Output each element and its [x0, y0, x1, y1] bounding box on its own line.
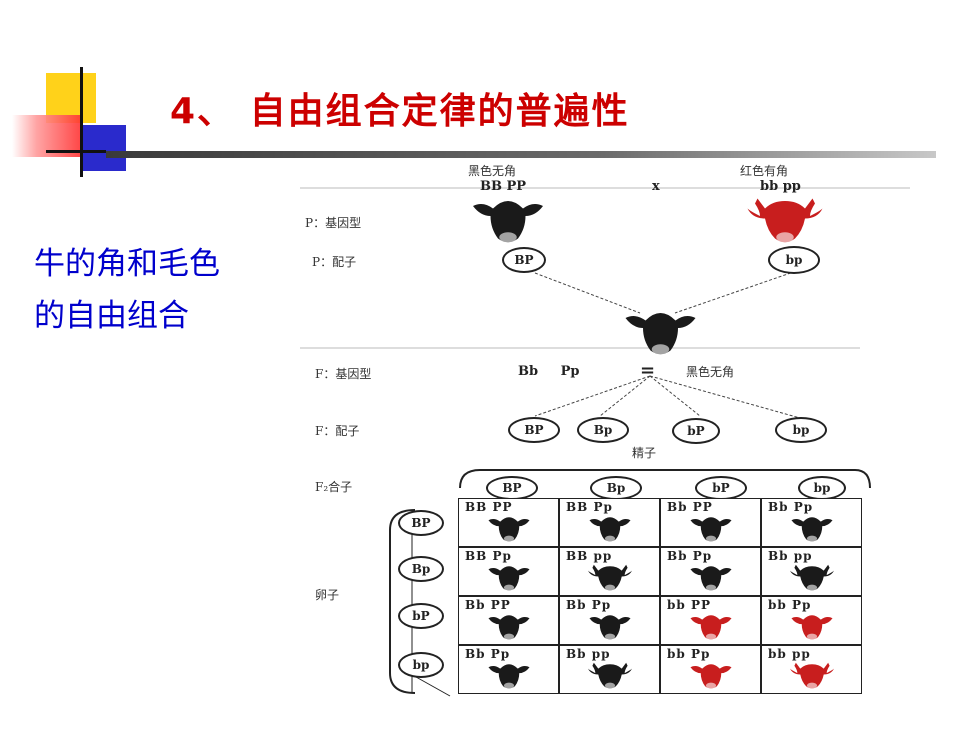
p-genotype-label: P：基因型	[305, 216, 362, 230]
egg-label: 卵子	[315, 588, 340, 602]
egg-gamete-3: bP	[398, 603, 444, 629]
p-gamete-label: P：配子	[312, 255, 357, 269]
cattle-cross-figure: 黑色无角 BB PP x 红色有角 bb pp P：基因型 P：配子 BP bp…	[290, 158, 930, 703]
f1-gamete-4: bp	[775, 417, 827, 443]
parent2-cow-icon	[740, 196, 830, 250]
sperm-gamete-2: Bp	[590, 476, 642, 500]
cow-icon	[588, 564, 632, 591]
slide-title: 4、 自由组合定律的普遍性	[170, 91, 630, 132]
parent1-cow-icon	[468, 196, 548, 250]
subtitle-line-1: 牛的角和毛色	[34, 246, 220, 282]
grid-cell-r1-c1: BB PP	[458, 498, 559, 547]
decor-yellow-square	[46, 73, 96, 123]
parent2-label: 红色有角	[740, 164, 789, 178]
grid-cell-r2-c1: BB Pp	[458, 547, 559, 596]
f1-gamete-3: bP	[672, 418, 720, 444]
cow-icon	[791, 517, 833, 542]
sperm-gamete-1: BP	[486, 476, 538, 500]
f1-cow-icon	[608, 308, 713, 362]
cross-symbol: x	[652, 179, 660, 194]
grid-cell-r4-c4: bb pp	[761, 645, 862, 694]
grid-genotype: BB PP	[465, 500, 513, 514]
sperm-label: 精子	[632, 446, 657, 460]
grid-genotype: Bb Pp	[667, 549, 713, 563]
f1-gamete-2: Bp	[577, 417, 629, 443]
f1-gamete-label: F：配子	[315, 424, 360, 438]
cow-icon	[589, 615, 631, 640]
grid-cell-r2-c2: BB pp	[559, 547, 660, 596]
sperm-gamete-4: bp	[798, 476, 846, 500]
decor-vertical-line	[80, 67, 83, 177]
cow-icon	[790, 564, 834, 591]
grid-genotype: Bb Pp	[465, 647, 511, 661]
f1-gamete-1: BP	[508, 417, 560, 443]
egg-gamete-4: bp	[398, 652, 444, 678]
f1-equals: =	[640, 360, 656, 381]
grid-cell-r3-c3: bb PP	[660, 596, 761, 645]
grid-cell-r2-c4: Bb pp	[761, 547, 862, 596]
cow-icon	[589, 517, 631, 542]
grid-genotype: Bb PP	[667, 500, 713, 514]
egg-gamete-2: Bp	[398, 556, 444, 582]
cow-icon	[690, 664, 732, 689]
figure-lines	[300, 187, 910, 697]
cow-icon	[791, 615, 833, 640]
f1-genotype: Bb Pp	[518, 364, 580, 379]
grid-genotype: BB pp	[566, 549, 613, 563]
p-gamete-bp: BP	[502, 247, 546, 273]
cow-icon	[690, 566, 732, 591]
grid-genotype: bb PP	[667, 598, 712, 612]
grid-cell-r3-c4: bb Pp	[761, 596, 862, 645]
cow-icon	[488, 566, 530, 591]
grid-genotype: BB Pp	[566, 500, 613, 514]
cow-icon	[690, 517, 732, 542]
decor-blue-square	[80, 125, 126, 171]
cow-icon	[488, 664, 530, 689]
grid-genotype: Bb Pp	[768, 500, 814, 514]
grid-cell-r1-c4: Bb Pp	[761, 498, 862, 547]
grid-cell-r3-c2: Bb Pp	[559, 596, 660, 645]
cow-icon	[790, 662, 834, 689]
grid-cell-r1-c2: BB Pp	[559, 498, 660, 547]
grid-cell-r2-c3: Bb Pp	[660, 547, 761, 596]
slide-subtitle: 牛的角和毛色 的自由组合	[34, 238, 274, 342]
grid-genotype: Bb PP	[465, 598, 511, 612]
grid-cell-r4-c3: bb Pp	[660, 645, 761, 694]
cow-icon	[488, 517, 530, 542]
subtitle-line-2: 的自由组合	[34, 298, 189, 334]
cow-icon	[690, 615, 732, 640]
grid-genotype: Bb pp	[566, 647, 611, 661]
grid-cell-r4-c2: Bb pp	[559, 645, 660, 694]
grid-genotype: bb Pp	[768, 598, 812, 612]
grid-genotype: Bb pp	[768, 549, 813, 563]
grid-cell-r3-c1: Bb PP	[458, 596, 559, 645]
f1-genotype-label: F：基因型	[315, 367, 372, 381]
grid-cell-r1-c3: Bb PP	[660, 498, 761, 547]
f1-phenotype: 黑色无角	[686, 365, 735, 379]
cow-icon	[588, 662, 632, 689]
cow-icon	[488, 615, 530, 640]
f2-zygote-label: F₂合子	[315, 480, 353, 494]
grid-genotype: Bb Pp	[566, 598, 612, 612]
grid-genotype: BB Pp	[465, 549, 512, 563]
decor-short-rule	[46, 150, 106, 153]
sperm-gamete-3: bP	[695, 476, 747, 500]
grid-genotype: bb pp	[768, 647, 811, 661]
title-underline-rule	[106, 151, 936, 158]
grid-genotype: bb Pp	[667, 647, 711, 661]
p-gamete-bp-lower: bp	[768, 246, 820, 274]
grid-cell-r4-c1: Bb Pp	[458, 645, 559, 694]
parent1-genotype: BB PP	[480, 179, 527, 194]
parent2-genotype: bb pp	[760, 179, 801, 194]
egg-gamete-1: BP	[398, 510, 444, 536]
parent1-label: 黑色无角	[468, 164, 517, 178]
